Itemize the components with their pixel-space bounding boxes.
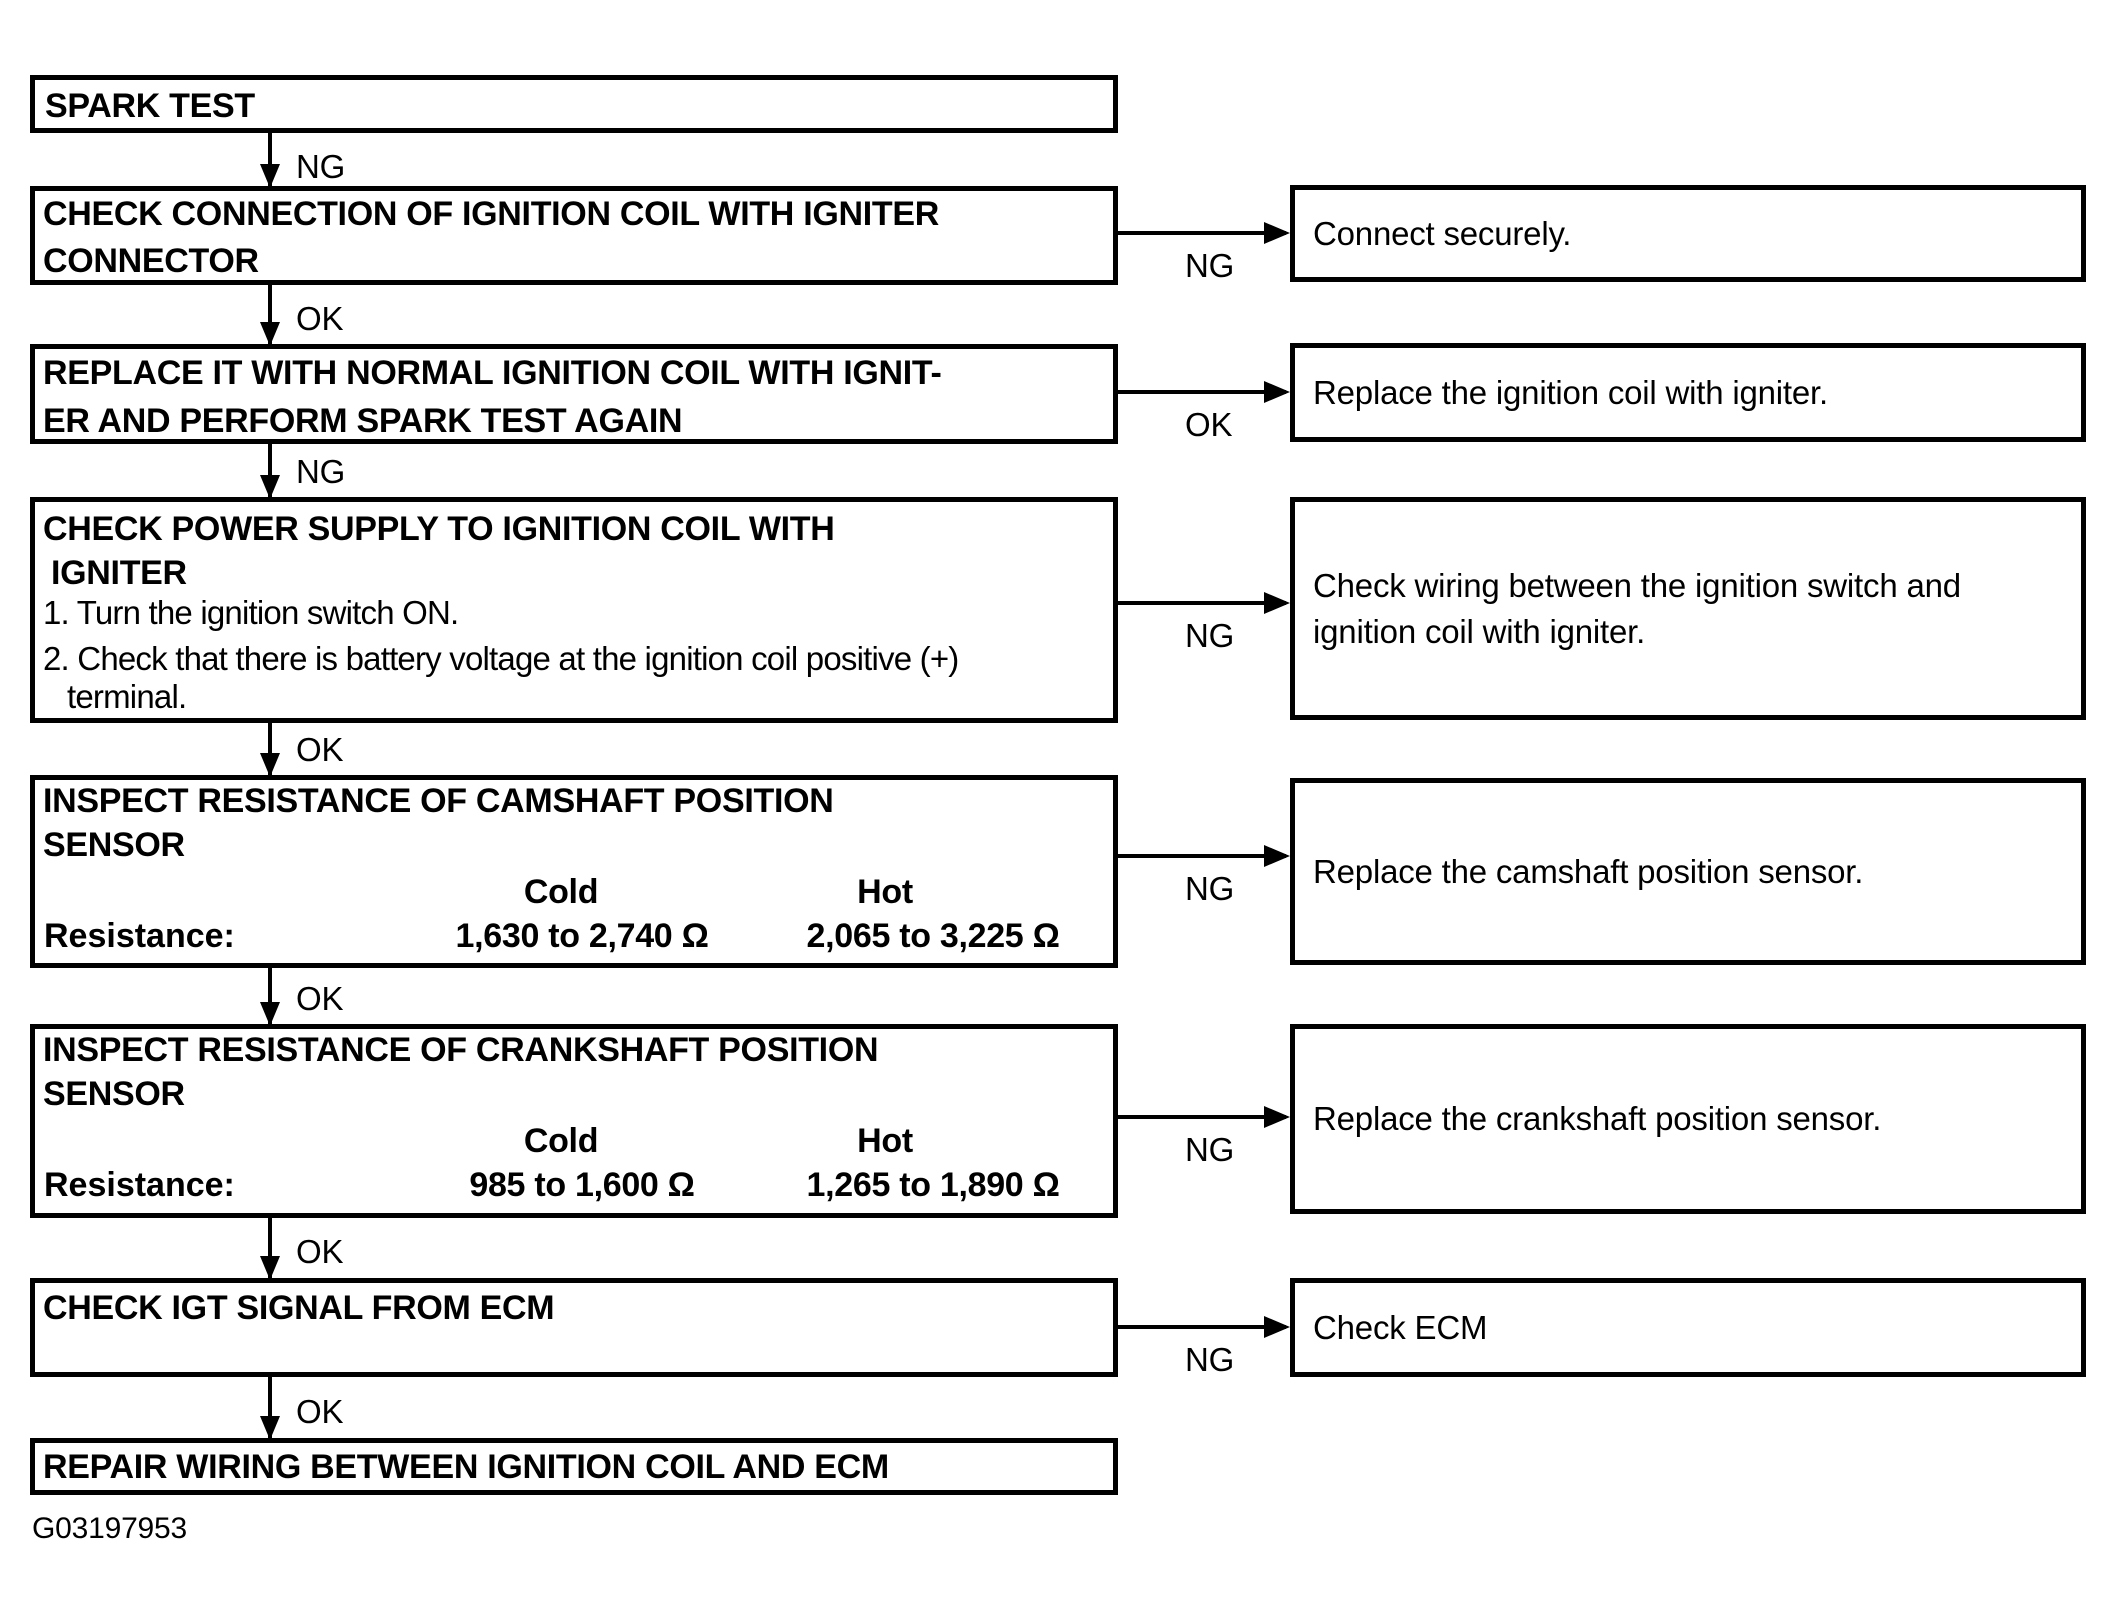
arrow-right-1-label: NG xyxy=(1185,247,1235,284)
arrow-right-2-icon xyxy=(1118,381,1290,403)
flow-step-2-continued: terminal. xyxy=(67,678,187,715)
flow-box-inspect-crankshaft: INSPECT RESISTANCE OF CRANKSHAFT POSITIO… xyxy=(30,1024,1118,1218)
arrow-right-3-label: NG xyxy=(1185,617,1235,654)
arrow-down-7-label: OK xyxy=(296,1393,344,1430)
resistance-cold-value: 985 to 1,600 Ω xyxy=(469,1166,695,1204)
arrow-down-4-icon xyxy=(260,723,280,777)
flow-box-title: CHECK IGT SIGNAL FROM ECM xyxy=(43,1289,555,1327)
result-box-replace-coil: Replace the ignition coil with igniter. xyxy=(1290,343,2086,442)
column-header-cold: Cold xyxy=(523,1122,599,1160)
column-header-cold: Cold xyxy=(523,873,599,911)
arrow-right-4-icon xyxy=(1118,845,1290,867)
flow-step-2: 2. Check that there is battery voltage a… xyxy=(43,640,959,677)
arrow-right-6-label: NG xyxy=(1185,1341,1235,1378)
flow-box-title-line2: SENSOR xyxy=(43,1075,185,1113)
flow-box-title-line1: CHECK POWER SUPPLY TO IGNITION COIL WITH xyxy=(43,510,835,548)
resistance-row-label: Resistance: xyxy=(44,917,235,955)
arrow-down-3-icon xyxy=(260,444,280,499)
arrow-right-3-icon xyxy=(1118,592,1290,614)
flow-box-title-line2: IGNITER xyxy=(51,554,187,592)
flow-step-1: 1. Turn the ignition switch ON. xyxy=(43,594,459,631)
flow-box-repair-wiring: REPAIR WIRING BETWEEN IGNITION COIL AND … xyxy=(30,1438,1118,1495)
arrow-right-5-icon xyxy=(1118,1106,1290,1128)
arrow-right-2-label: OK xyxy=(1185,406,1233,443)
result-box-connect-securely: Connect securely. xyxy=(1290,185,2086,282)
flow-box-check-igt: CHECK IGT SIGNAL FROM ECM xyxy=(30,1278,1118,1377)
result-text: Replace the crankshaft position sensor. xyxy=(1313,1100,1882,1137)
arrow-down-1-label: NG xyxy=(296,148,346,185)
flow-box-title-line2: SENSOR xyxy=(43,826,185,864)
resistance-hot-value: 1,265 to 1,890 Ω xyxy=(806,1166,1060,1204)
arrow-down-5-label: OK xyxy=(296,980,344,1017)
result-text: Replace the camshaft position sensor. xyxy=(1313,852,1864,890)
resistance-hot-value: 2,065 to 3,225 Ω xyxy=(806,917,1060,955)
result-box-replace-camshaft: Replace the camshaft position sensor. xyxy=(1290,778,2086,965)
figure-id: G03197953 xyxy=(32,1512,188,1545)
flow-box-check-connection: CHECK CONNECTION OF IGNITION COIL WITH I… xyxy=(30,186,1118,285)
flow-box-title-line1: INSPECT RESISTANCE OF CRANKSHAFT POSITIO… xyxy=(43,1031,879,1069)
arrow-down-6-label: OK xyxy=(296,1233,344,1270)
arrow-right-5-label: NG xyxy=(1185,1131,1235,1168)
result-box-replace-crankshaft: Replace the crankshaft position sensor. xyxy=(1290,1024,2086,1214)
flow-box-title-line1: CHECK CONNECTION OF IGNITION COIL WITH I… xyxy=(43,195,939,233)
resistance-cold-value: 1,630 to 2,740 Ω xyxy=(455,917,709,955)
arrow-right-1-icon xyxy=(1118,222,1290,244)
arrow-right-4-label: NG xyxy=(1185,870,1235,907)
arrow-down-6-icon xyxy=(260,1218,280,1280)
result-text-line2: ignition coil with igniter. xyxy=(1313,612,1646,650)
flow-box-title: REPAIR WIRING BETWEEN IGNITION COIL AND … xyxy=(43,1448,889,1486)
column-header-hot: Hot xyxy=(857,1122,913,1160)
arrow-down-7-icon xyxy=(260,1377,280,1440)
arrow-down-5-icon xyxy=(260,968,280,1026)
flow-box-replace-coil-retest: REPLACE IT WITH NORMAL IGNITION COIL WIT… xyxy=(30,344,1118,444)
arrow-down-2-label: OK xyxy=(296,300,344,337)
arrow-right-6-icon xyxy=(1118,1316,1290,1338)
flow-box-title: SPARK TEST xyxy=(45,87,255,125)
flow-box-spark-test: SPARK TEST xyxy=(30,75,1118,133)
result-text-line1: Check wiring between the ignition switch… xyxy=(1313,566,1961,604)
result-box-check-wiring: Check wiring between the ignition switch… xyxy=(1290,497,2086,720)
flow-box-title-line2: CONNECTOR xyxy=(43,242,259,280)
flow-box-title-line1: INSPECT RESISTANCE OF CAMSHAFT POSITION xyxy=(43,782,834,820)
flow-box-inspect-camshaft: INSPECT RESISTANCE OF CAMSHAFT POSITION … xyxy=(30,775,1118,968)
result-text: Replace the ignition coil with igniter. xyxy=(1313,373,1828,411)
result-box-check-ecm: Check ECM xyxy=(1290,1278,2086,1377)
resistance-row-label: Resistance: xyxy=(44,1166,235,1204)
arrow-down-3-label: NG xyxy=(296,453,346,490)
result-text: Check ECM xyxy=(1313,1308,1488,1346)
flow-box-check-power-supply: CHECK POWER SUPPLY TO IGNITION COIL WITH… xyxy=(30,497,1118,723)
result-text: Connect securely. xyxy=(1313,214,1572,252)
flow-box-title-line1: REPLACE IT WITH NORMAL IGNITION COIL WIT… xyxy=(43,354,942,392)
arrow-down-4-label: OK xyxy=(296,731,344,768)
arrow-down-2-icon xyxy=(260,285,280,346)
column-header-hot: Hot xyxy=(857,873,913,911)
flow-box-title-line2: ER AND PERFORM SPARK TEST AGAIN xyxy=(43,402,683,440)
arrow-down-1-icon xyxy=(260,133,280,188)
